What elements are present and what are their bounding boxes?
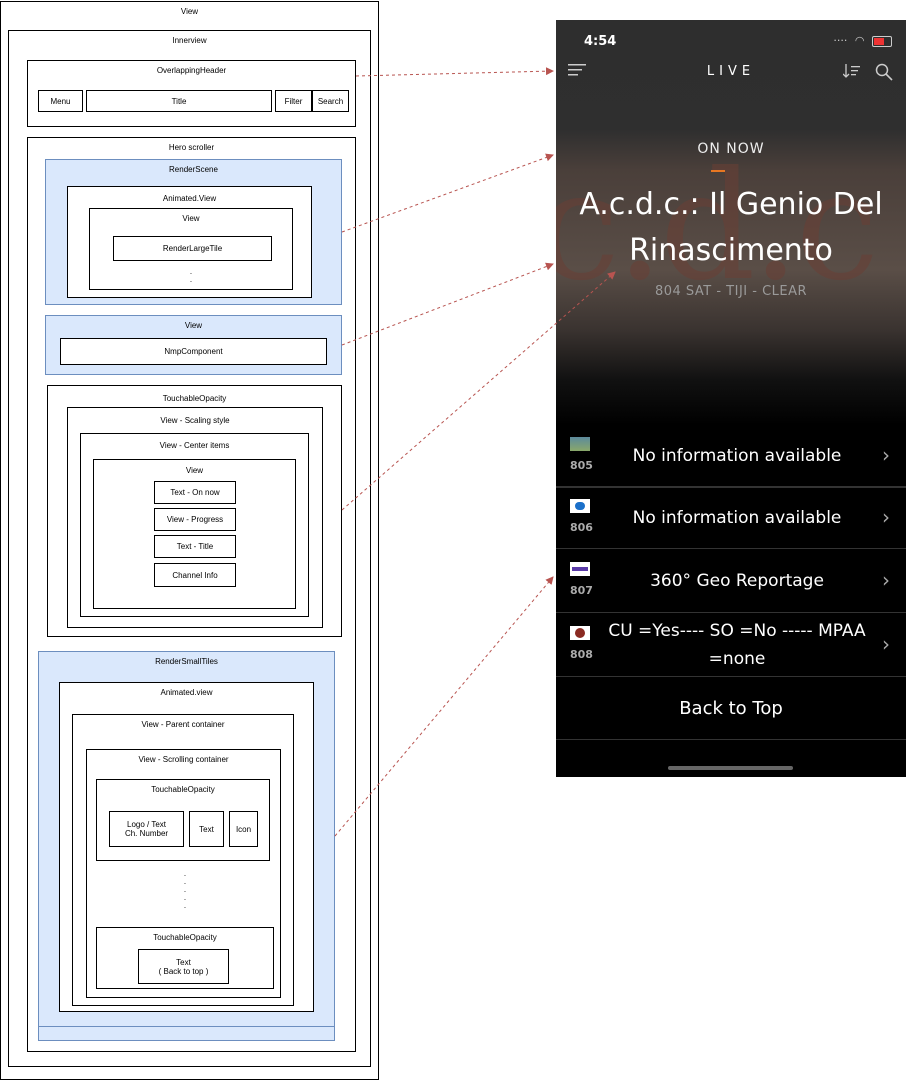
channel-info: 804 SAT - TIJI - CLEAR (654, 284, 808, 299)
channel-row[interactable]: 807 360° Geo Reportage › (556, 550, 906, 613)
channel-row[interactable]: 805 No information available › (556, 425, 906, 488)
channel-number: 808 (570, 648, 593, 661)
touchable-opacity-1-label: TouchableOpacity (151, 785, 215, 794)
channel-logo (570, 626, 590, 640)
animated-view-small-label: Animated.view (160, 688, 213, 697)
status-icons: ···· ◠ (833, 34, 892, 47)
render-scene-label: RenderScene (169, 165, 218, 174)
status-time: 4:54 (584, 34, 617, 49)
channel-logo (570, 499, 590, 513)
progress-bar (711, 170, 725, 172)
nmp-component-box: NmpComponent (60, 338, 327, 365)
view-scaling-label: View - Scaling style (160, 416, 230, 425)
menu-box: Menu (38, 90, 83, 112)
render-small-tiles-divider (38, 1026, 335, 1027)
back-to-top-text-box: Text ( Back to top ) (138, 949, 229, 984)
back-to-top-button[interactable]: Back to Top (556, 677, 906, 740)
channel-row[interactable]: 808 CU =Yes---- SO =No ----- MPAA =none … (556, 614, 906, 677)
phone-screen: c.d.c 4:54 ···· ◠ LIVE ON NOW A.c.d.c.: … (556, 20, 906, 777)
arrow-header (355, 67, 554, 77)
view-center-label: View - Center items (159, 441, 230, 450)
hero-scroller-label: Hero scroller (168, 143, 215, 152)
render-large-tile-box: RenderLargeTile (113, 236, 272, 261)
menu-icon[interactable] (568, 63, 586, 81)
render-small-tiles-label: RenderSmallTiles (155, 657, 218, 666)
chevron-right-icon: › (882, 632, 890, 656)
filter-box: Filter (275, 90, 312, 112)
text-title-box: Text - Title (154, 535, 236, 558)
signal-icon: ···· (833, 34, 848, 47)
view-progress-box: View - Progress (154, 508, 236, 531)
innerview-label: Innerview (172, 36, 207, 45)
title-box: Title (86, 90, 272, 112)
view-label: View (180, 7, 199, 16)
view-inner-label: View (182, 214, 200, 223)
ellipsis-dots-list: . . . . . (183, 869, 187, 910)
channel-row-text: CU =Yes---- SO =No ----- MPAA =none (608, 621, 866, 669)
ellipsis-dots: . . (189, 267, 193, 284)
overlapping-header-label: OverlappingHeader (156, 66, 227, 75)
text-on-now-box: Text - On now (154, 481, 236, 504)
header-title: LIVE (706, 64, 756, 79)
channel-number: 806 (570, 521, 593, 534)
show-title[interactable]: A.c.d.c.: Il Genio Del Rinascimento (579, 187, 883, 268)
wifi-icon: ◠ (854, 34, 865, 47)
view-scrolling-label: View - Scrolling container (138, 755, 229, 764)
on-now-label: ON NOW (697, 141, 765, 157)
channel-row-text: No information available (632, 446, 842, 466)
animated-view-label: Animated.View (162, 194, 217, 203)
channel-logo (570, 562, 590, 576)
chevron-right-icon: › (882, 505, 890, 529)
view-center-inner-label: View (185, 466, 204, 475)
touchable-opacity-2-label: TouchableOpacity (153, 933, 217, 942)
channel-logo (570, 437, 590, 451)
icon-box: Icon (229, 811, 258, 847)
text-box: Text (189, 811, 224, 847)
channel-row-text: No information available (632, 508, 842, 528)
channel-number: 807 (570, 584, 593, 597)
channel-info-box: Channel Info (154, 563, 236, 587)
touchable-opacity-label: TouchableOpacity (162, 394, 227, 403)
search-box: Search (312, 90, 349, 112)
chevron-right-icon: › (882, 568, 890, 592)
battery-icon (872, 35, 892, 47)
channel-row-text: 360° Geo Reportage (650, 571, 824, 591)
logo-text-box: Logo / Text Ch. Number (109, 811, 184, 847)
view-parent-label: View - Parent container (141, 720, 225, 729)
chevron-right-icon: › (882, 443, 890, 467)
view-nmp-label: View (184, 321, 203, 330)
channel-row[interactable]: 806 No information available › (556, 486, 906, 549)
sort-icon[interactable] (842, 63, 861, 83)
channel-number: 805 (570, 459, 593, 472)
home-indicator (668, 766, 793, 770)
search-icon[interactable] (875, 63, 893, 85)
